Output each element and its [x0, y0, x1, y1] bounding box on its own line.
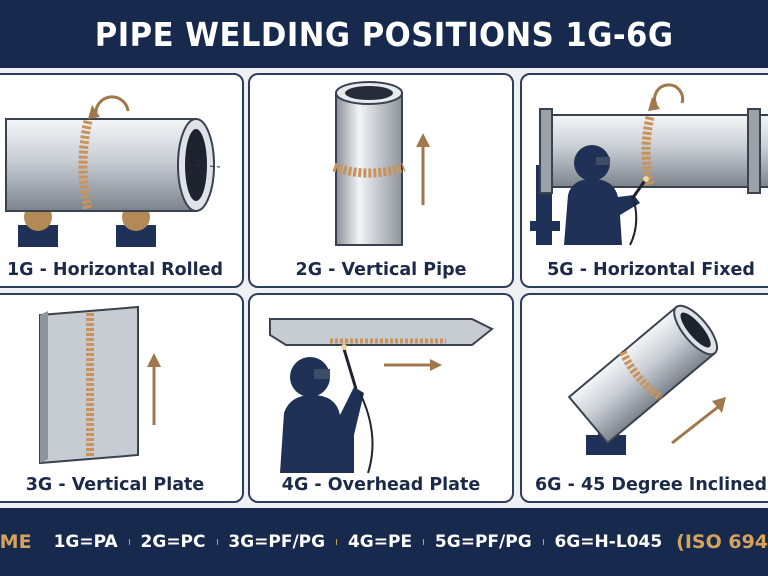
up-arrowhead — [416, 133, 430, 147]
torch-cable — [359, 392, 374, 474]
right-arrowhead — [430, 359, 442, 371]
code-2g: 2G=PC — [140, 532, 206, 552]
incline-arrowhead — [712, 397, 726, 413]
panel-3g: 3G - Vertical Plate — [0, 293, 244, 503]
rotation-arrowhead — [88, 105, 100, 119]
separator-dot — [128, 539, 130, 545]
incline-arrow-icon — [671, 405, 719, 445]
pipe-body — [5, 118, 197, 212]
welder-visor — [314, 369, 330, 379]
positions-grid: 1G - Horizontal Rolled 2G - Vertical Pip… — [0, 68, 768, 508]
caption-6g: 6G - 45 Degree Inclined — [534, 475, 767, 495]
weld-bead — [332, 162, 406, 178]
pipe-flange-left — [539, 108, 553, 194]
footer-standard-right: (ISO 694 — [676, 531, 768, 553]
rotation-arrow-icon — [653, 83, 685, 106]
up-arrowhead — [147, 353, 161, 367]
inclined-pipe — [567, 304, 718, 445]
plate-4g-illustration — [269, 318, 494, 474]
torch-cable — [629, 200, 638, 246]
pipe-5g-illustration — [530, 83, 768, 246]
arc-spark — [341, 344, 347, 350]
pipe-flange-right — [747, 108, 761, 194]
welder-figure — [564, 179, 640, 245]
footer-standard-left: SME — [0, 531, 32, 553]
caption-4g: 4G - Overhead Plate — [281, 475, 481, 495]
welding-torch — [630, 178, 648, 200]
plate-3g-illustration — [39, 305, 161, 465]
code-5g: 5G=PF/PG — [434, 532, 532, 552]
code-6g: 6G=H-L045 — [554, 532, 663, 552]
panel-6g: 6G - 45 Degree Inclined — [520, 293, 768, 503]
panel-2g: 2G - Vertical Pipe — [248, 73, 514, 288]
code-1g: 1G=PA — [53, 532, 118, 552]
roller-support-right — [116, 225, 156, 247]
page-title: PIPE WELDING POSITIONS 1G-6G — [94, 14, 674, 54]
caption-5g: 5G - Horizontal Fixed — [547, 260, 755, 280]
pipe-1g-illustration — [5, 95, 221, 247]
rotation-arrowhead — [648, 97, 660, 111]
pipe-2g-illustration — [332, 81, 430, 246]
code-4g: 4G=PE — [347, 532, 413, 552]
pipe-bore — [345, 86, 393, 100]
separator-dot — [542, 539, 544, 545]
pipe-6g-illustration — [567, 304, 726, 455]
welder-helmet — [290, 357, 330, 397]
caption-3g: 3G - Vertical Plate — [25, 475, 205, 495]
welding-torch — [342, 348, 358, 390]
separator-dot — [216, 539, 218, 545]
panel-5g: 5G - Horizontal Fixed — [520, 73, 768, 288]
caption-1g: 1G - Horizontal Rolled — [6, 260, 224, 280]
panel-4g: 4G - Overhead Plate — [248, 293, 514, 503]
separator-dot — [336, 539, 337, 545]
standards-footer: SME 1G=PA 2G=PC 3G=PF/PG 4G=PE 5G=PF/PG … — [0, 508, 768, 576]
title-banner: PIPE WELDING POSITIONS 1G-6G — [0, 0, 768, 68]
plate-edge — [40, 311, 48, 463]
rotation-arrow-icon — [94, 95, 130, 116]
arc-spark — [643, 176, 649, 182]
separator-dot — [423, 539, 424, 545]
stand-base — [586, 435, 626, 455]
caption-2g: 2G - Vertical Pipe — [295, 260, 467, 280]
welder-figure — [280, 387, 364, 473]
code-3g: 3G=PF/PG — [228, 532, 326, 552]
welder-visor — [596, 157, 610, 165]
roller-support-left — [18, 225, 58, 247]
panel-1g: 1G - Horizontal Rolled — [0, 73, 244, 288]
welder-helmet — [574, 145, 610, 181]
fixed-stand-base — [530, 221, 560, 231]
